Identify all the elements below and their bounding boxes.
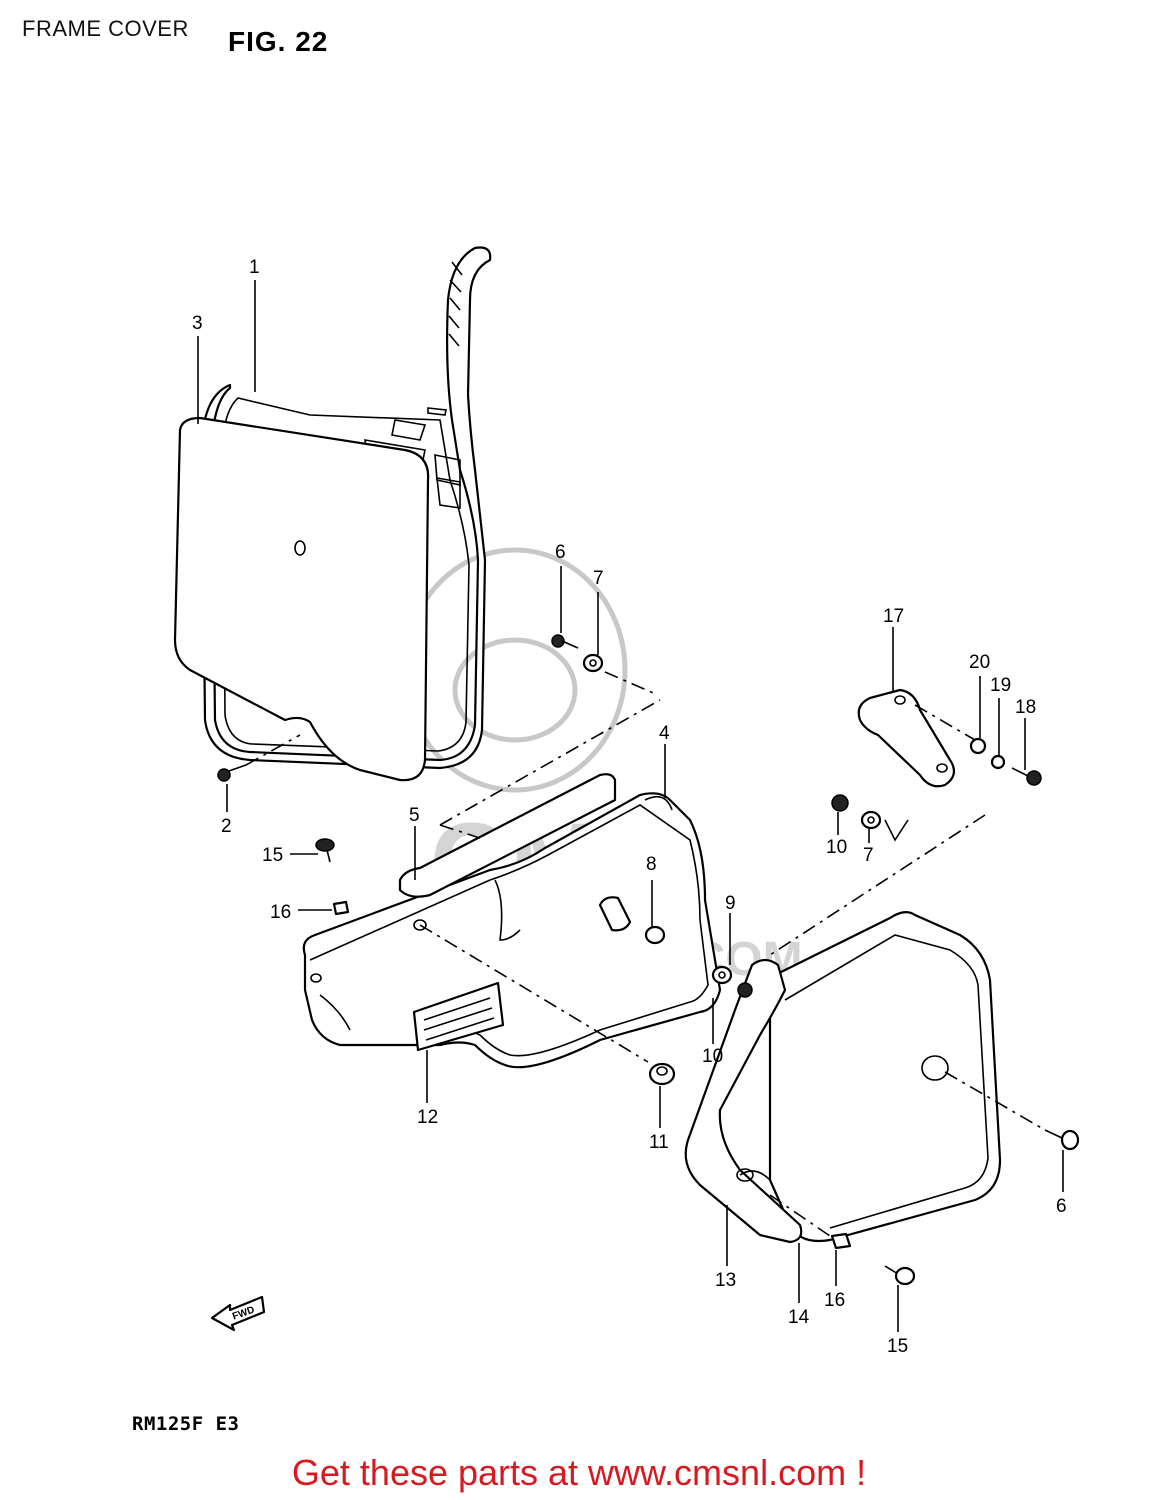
part-number-4: 4 xyxy=(659,723,670,744)
part-number-9: 9 xyxy=(725,893,736,914)
screw-and-collar-left xyxy=(315,838,350,916)
part-number-14: 14 xyxy=(788,1307,810,1328)
caution-label xyxy=(412,981,505,1052)
part-number-labels: 1 3 2 4 5 6 7 17 20 19 18 10 7 8 9 10 12… xyxy=(192,257,1067,1357)
model-code: RM125F E3 xyxy=(132,1413,240,1435)
screw-part-2 xyxy=(217,734,301,782)
part-number-20: 20 xyxy=(969,652,990,673)
washer-part-9 xyxy=(711,965,753,998)
number-plate-sheet xyxy=(173,416,430,782)
part-number-16b: 16 xyxy=(824,1290,845,1311)
part-number-18: 18 xyxy=(1015,697,1036,718)
part-number-6a: 6 xyxy=(555,542,566,563)
part-number-15b: 15 xyxy=(887,1336,908,1357)
rubber-bushing xyxy=(598,896,666,945)
side-panel-part-5 xyxy=(398,699,661,898)
side-cover-right xyxy=(764,911,1002,1243)
part-number-19: 19 xyxy=(990,675,1011,696)
part-number-6b: 6 xyxy=(1056,1196,1067,1217)
part-number-7b: 7 xyxy=(863,845,874,866)
footer-promo-link[interactable]: Get these parts at www.cmsnl.com ! xyxy=(291,1452,867,1493)
part-number-5: 5 xyxy=(409,805,420,826)
side-cover-inner xyxy=(684,958,803,1244)
part-number-10b: 10 xyxy=(702,1046,723,1067)
part-number-17: 17 xyxy=(883,606,904,627)
frame-cover-left xyxy=(302,792,722,1069)
part-number-15a: 15 xyxy=(262,845,283,866)
section-title: FRAME COVER xyxy=(22,16,189,41)
part-number-16a: 16 xyxy=(270,902,291,923)
part-number-7a: 7 xyxy=(593,568,604,589)
part-number-10a: 10 xyxy=(826,837,847,858)
figure-label: FIG. 22 xyxy=(228,26,329,57)
part-number-12: 12 xyxy=(417,1107,438,1128)
nut-and-washer xyxy=(769,794,986,956)
part-number-3: 3 xyxy=(192,313,203,334)
part-number-2: 2 xyxy=(221,816,232,837)
part-number-8: 8 xyxy=(646,854,657,875)
mounting-bracket xyxy=(857,688,976,788)
part-number-1: 1 xyxy=(249,257,260,278)
grommet xyxy=(419,924,676,1086)
screw-and-collar-right xyxy=(769,1071,1080,1286)
bracket-hardware xyxy=(969,737,1042,786)
forward-arrow: FWD xyxy=(210,1295,266,1332)
leader-lines xyxy=(197,280,1064,1332)
bolt-part-6 xyxy=(551,634,659,696)
part-number-11: 11 xyxy=(649,1132,669,1153)
part-number-13: 13 xyxy=(715,1270,736,1291)
